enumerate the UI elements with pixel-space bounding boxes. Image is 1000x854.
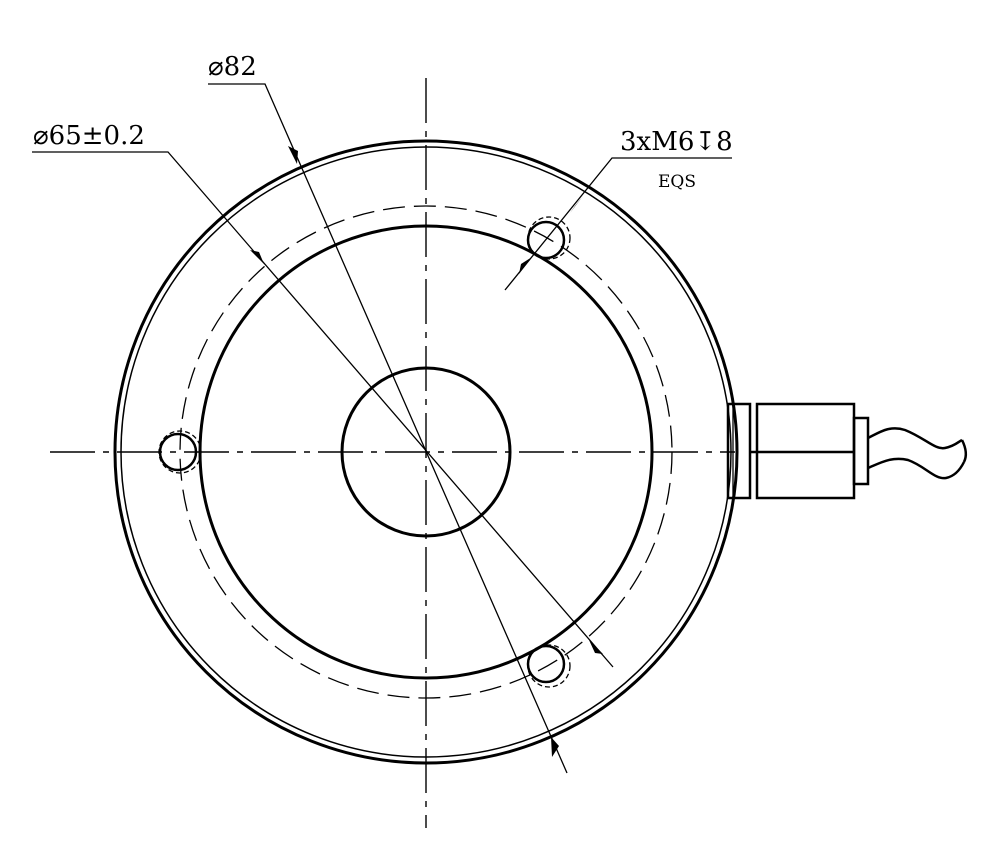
sensor-body: [113, 139, 739, 765]
connector-nut: [852, 416, 870, 486]
cable-lower-edge: [867, 457, 966, 480]
cable-end: [960, 439, 967, 463]
bolt-circle-label: ⌀65±0.2: [33, 121, 145, 151]
thread-hole-bottom-right: [526, 644, 571, 688]
thread-hole-top-right: [526, 216, 571, 260]
arrow-thread-1: [570, 196, 583, 213]
center-lines: [50, 78, 735, 828]
center-boss: [340, 366, 512, 538]
outer-rim-inner-edge: [120, 146, 732, 758]
outer-rim: [113, 139, 739, 765]
dimension-lines: [32, 83, 732, 774]
arrow-bolt-bottom: [589, 640, 603, 654]
bolt-circle: [179, 205, 673, 699]
bolt-circle-leader: [32, 151, 614, 668]
thread-note-label: EQS: [658, 172, 696, 192]
thread-spec-label: 3xM6↧8: [620, 127, 733, 157]
arrowheads: [250, 146, 603, 757]
cable: [867, 427, 967, 480]
inner-ring: [198, 224, 654, 680]
thread-callout-leader: [504, 157, 732, 291]
outer-diameter-label: ⌀82: [208, 52, 257, 82]
cable-connector: [726, 402, 870, 500]
arrow-outer-top: [288, 146, 298, 164]
arrow-thread-2: [519, 257, 532, 274]
outer-diameter-leader: [208, 83, 568, 774]
arrow-outer-bottom: [551, 737, 559, 757]
cable-upper-edge: [867, 427, 963, 450]
threaded-holes: [158, 216, 571, 688]
arrow-bolt-top: [250, 250, 264, 264]
thread-hole-left: [158, 430, 202, 474]
